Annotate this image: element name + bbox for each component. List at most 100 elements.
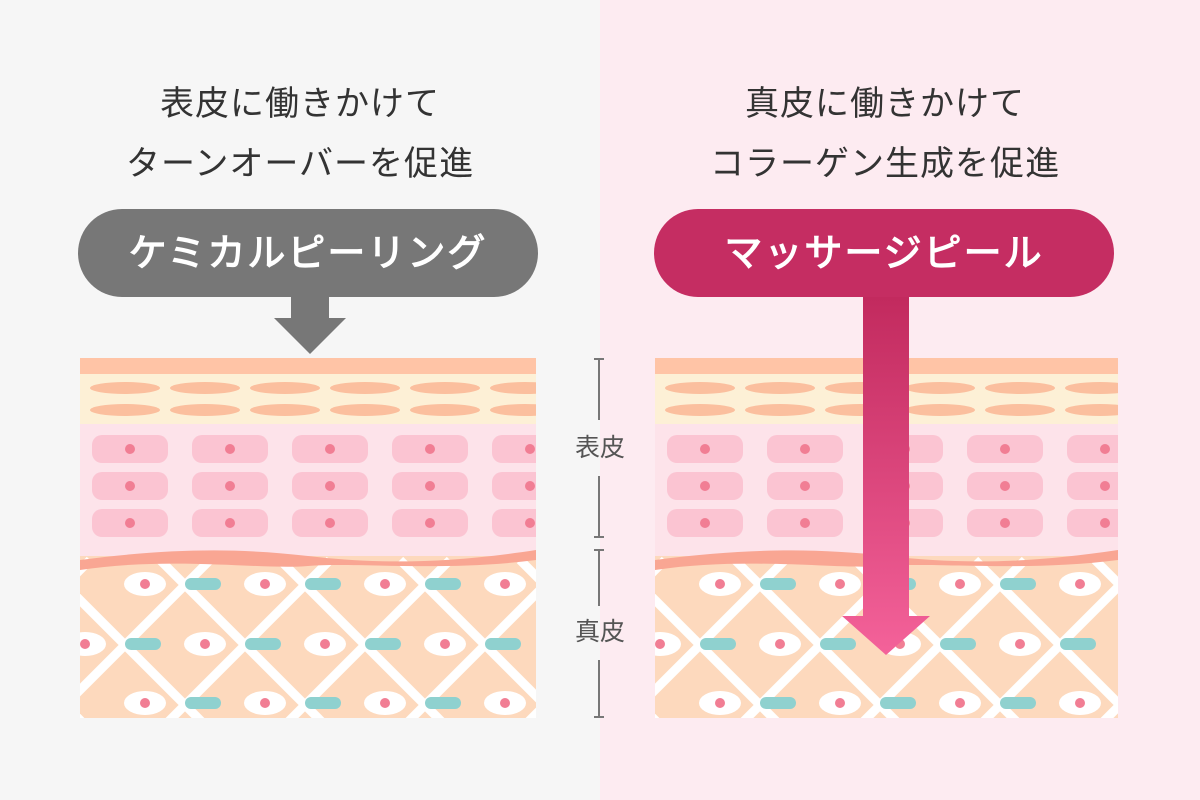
flat-cell [410, 404, 480, 416]
fibroblast-nucleus [380, 579, 390, 589]
fibroblast-nucleus [260, 579, 270, 589]
flat-cell [1065, 382, 1118, 394]
stratum-corneum [80, 358, 536, 374]
elastin-connector [820, 638, 856, 650]
collagen-fiber [655, 556, 789, 697]
keratinocyte-nucleus [1100, 518, 1110, 528]
epidermis-label: 表皮 [574, 433, 625, 462]
collagen-fiber [80, 556, 94, 577]
keratinocyte-nucleus [800, 444, 810, 454]
epidermis-bracket-line-bottom [598, 476, 600, 538]
keratinocyte-nucleus [425, 444, 435, 454]
keratinocyte-nucleus [1000, 444, 1010, 454]
fibroblast-nucleus [1135, 639, 1145, 649]
keratinocyte-nucleus [700, 518, 710, 528]
keratinocyte-nucleus [325, 481, 335, 491]
keratinocyte-cell [1167, 472, 1200, 500]
elastin-connector [425, 697, 461, 709]
massage-peel-label: マッサージピール [654, 209, 1114, 297]
elastin-connector [1000, 578, 1036, 590]
elastin-connector [185, 697, 221, 709]
fibroblast-nucleus [835, 579, 845, 589]
elastin-connector [485, 638, 521, 650]
keratinocyte-nucleus [525, 481, 535, 491]
fibroblast-cell [80, 632, 106, 656]
keratinocyte-nucleus [125, 481, 135, 491]
keratinocyte-nucleus [800, 518, 810, 528]
keratinocyte-nucleus [425, 518, 435, 528]
elastin-connector [305, 697, 341, 709]
flat-cell [330, 404, 400, 416]
collagen-fiber [80, 713, 85, 718]
basement-membrane [80, 550, 536, 570]
keratinocyte-nucleus [625, 518, 635, 528]
granular-layer [80, 374, 536, 424]
elastin-connector [700, 638, 736, 650]
right-caption: 真皮に働きかけて コラーゲン生成を促進 [585, 74, 1185, 194]
flat-cell [905, 382, 975, 394]
fibroblast-nucleus [140, 698, 150, 708]
flat-cell [665, 404, 735, 416]
flat-cell [250, 382, 320, 394]
epidermis-bracket-bottom [594, 536, 604, 538]
elastin-connector [1120, 697, 1156, 709]
elastin-connector [365, 638, 401, 650]
left-caption-line1: 表皮に働きかけて [160, 84, 440, 124]
flat-cell [985, 382, 1055, 394]
keratinocyte-nucleus [325, 518, 335, 528]
right-long-arrow [842, 297, 930, 655]
flat-cell [490, 382, 536, 394]
collagen-fiber [80, 556, 214, 697]
keratinocyte-nucleus [225, 518, 235, 528]
keratinocyte-nucleus [1000, 518, 1010, 528]
dermis-bracket-line-top [598, 549, 600, 606]
elastin-connector [880, 697, 916, 709]
left-caption-line2: ターンオーバーを促進 [126, 144, 474, 184]
flat-cell [665, 382, 735, 394]
right-caption-line1: 真皮に働きかけて [745, 84, 1025, 124]
elastin-connector [185, 578, 221, 590]
flat-cell [490, 404, 536, 416]
skin-diagram-left [80, 358, 635, 718]
elastin-connector [545, 697, 581, 709]
keratinocyte-nucleus [1100, 444, 1110, 454]
keratinocyte-nucleus [625, 481, 635, 491]
flat-cell [90, 404, 160, 416]
keratinocyte-nucleus [125, 444, 135, 454]
keratinocyte-cell [492, 509, 536, 537]
keratinocyte-cell [492, 472, 536, 500]
keratinocyte-nucleus [700, 481, 710, 491]
elastin-connector [760, 578, 796, 590]
flat-cell [745, 382, 815, 394]
right-caption-line2: コラーゲン生成を促進 [710, 144, 1060, 184]
flat-cell [905, 404, 975, 416]
fibroblast-nucleus [140, 579, 150, 589]
left-short-arrow [274, 297, 346, 354]
dermis-bracket-line-bottom [598, 660, 600, 718]
epidermis-bracket-line-top [598, 358, 600, 420]
fibroblast-nucleus [655, 639, 665, 649]
dermis-label: 真皮 [574, 617, 625, 646]
elastin-connector [760, 697, 796, 709]
keratinocyte-nucleus [125, 518, 135, 528]
flat-cell [170, 404, 240, 416]
fibroblast-nucleus [1075, 579, 1085, 589]
elastin-connector [1000, 697, 1036, 709]
dermis-bracket-bottom [594, 716, 604, 718]
fibroblast-nucleus [440, 639, 450, 649]
elastin-connector [1120, 578, 1156, 590]
fibroblast-nucleus [380, 698, 390, 708]
flat-cell [90, 382, 160, 394]
keratinocyte-cell [1067, 472, 1118, 500]
fibroblast-nucleus [260, 698, 270, 708]
keratinocyte-nucleus [525, 444, 535, 454]
keratinocyte-cell [1167, 509, 1200, 537]
keratinocyte-cell [1167, 435, 1200, 463]
fibroblast-nucleus [500, 698, 510, 708]
keratinocyte-nucleus [425, 481, 435, 491]
elastin-connector [125, 638, 161, 650]
elastin-connector [245, 638, 281, 650]
left-caption: 表皮に働きかけて ターンオーバーを促進 [0, 74, 600, 194]
keratinocyte-nucleus [225, 444, 235, 454]
